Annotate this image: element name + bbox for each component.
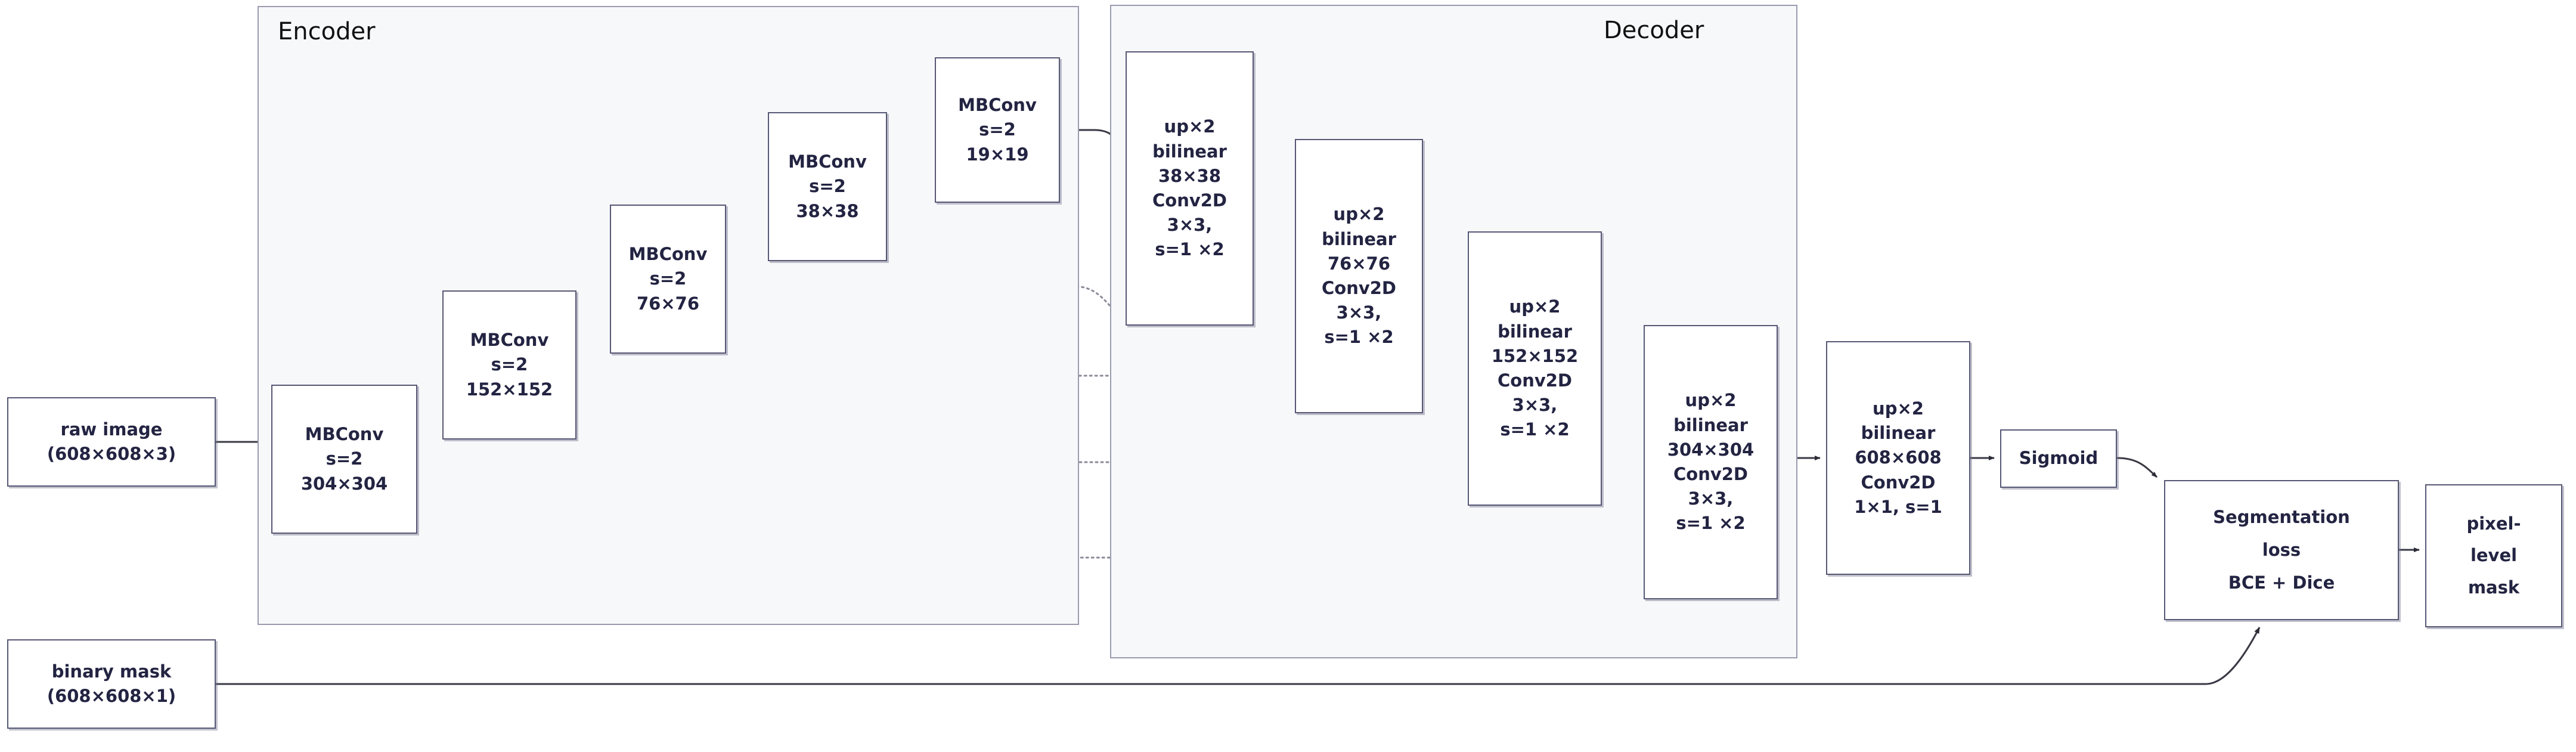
node-line: Conv2D	[1861, 472, 1936, 493]
node-line: up×2	[1873, 398, 1924, 419]
node-line: up×2	[1164, 116, 1216, 137]
node-up-76[interactable]: up×2 bilinear 76×76 Conv2D 3×3, s=1 ×2	[1295, 139, 1423, 413]
node-up-608[interactable]: up×2 bilinear 608×608 Conv2D 1×1, s=1	[1826, 341, 1970, 575]
node-mbconv-304[interactable]: MBConv s=2 304×304	[271, 385, 417, 534]
node-line: s=2	[979, 119, 1016, 140]
node-line: s=1 ×2	[1155, 239, 1225, 260]
node-line: s=1 ×2	[1500, 419, 1570, 440]
node-segmentation-loss[interactable]: Segmentation loss BCE + Dice	[2164, 480, 2399, 620]
node-line: s=1 ×2	[1676, 513, 1746, 534]
node-mbconv-76[interactable]: MBConv s=2 76×76	[610, 205, 726, 354]
node-line: (608×608×1)	[47, 686, 176, 706]
node-line: 608×608	[1855, 447, 1942, 468]
node-line: MBConv	[628, 244, 708, 265]
node-line: Conv2D	[1152, 190, 1227, 211]
node-line: s=2	[326, 448, 363, 469]
node-line: up×2	[1333, 204, 1385, 225]
node-line: MBConv	[788, 151, 867, 172]
node-line: Conv2D	[1497, 370, 1572, 391]
node-line: 38×38	[1158, 165, 1221, 186]
node-line: 19×19	[966, 144, 1029, 165]
node-line: 3×3,	[1167, 215, 1213, 236]
node-line: 1×1, s=1	[1854, 496, 1942, 517]
node-line: MBConv	[470, 330, 549, 351]
node-line: 3×3,	[1336, 302, 1382, 323]
node-line: MBConv	[958, 95, 1037, 116]
node-line: mask	[2467, 577, 2520, 598]
node-line: s=2	[491, 354, 528, 375]
node-line: bilinear	[1498, 321, 1572, 342]
node-line: bilinear	[1152, 141, 1227, 162]
node-line: s=2	[649, 268, 687, 289]
node-line: bilinear	[1322, 228, 1396, 249]
node-line: (608×608×3)	[47, 444, 176, 464]
node-line: 3×3,	[1688, 488, 1734, 509]
node-mbconv-38[interactable]: MBConv s=2 38×38	[768, 112, 887, 261]
node-line: 3×3,	[1512, 395, 1558, 416]
node-up-152[interactable]: up×2 bilinear 152×152 Conv2D 3×3, s=1 ×2	[1468, 231, 1602, 506]
node-line: bilinear	[1861, 423, 1936, 444]
node-up-38[interactable]: up×2 bilinear 38×38 Conv2D 3×3, s=1 ×2	[1126, 51, 1254, 326]
decoder-label: Decoder	[1604, 17, 1704, 44]
node-line: Conv2D	[1673, 464, 1748, 484]
node-line: 304×304	[1667, 439, 1754, 460]
node-up-304[interactable]: up×2 bilinear 304×304 Conv2D 3×3, s=1 ×2	[1644, 325, 1778, 599]
node-binary-mask[interactable]: binary mask (608×608×1)	[7, 639, 216, 729]
node-line: 152×152	[1491, 345, 1579, 366]
node-line: MBConv	[305, 424, 384, 445]
node-mbconv-19[interactable]: MBConv s=2 19×19	[935, 57, 1060, 203]
node-line: loss	[2262, 539, 2301, 560]
node-line: s=1 ×2	[1324, 327, 1394, 348]
node-line: s=2	[809, 176, 846, 197]
node-line: Conv2D	[1321, 278, 1396, 298]
node-line: bilinear	[1673, 414, 1748, 435]
node-line: Sigmoid	[2019, 448, 2098, 469]
node-line: 76×76	[636, 293, 699, 314]
node-line: 76×76	[1327, 253, 1390, 274]
node-line: 152×152	[466, 379, 553, 400]
node-line: up×2	[1685, 390, 1737, 411]
node-line: up×2	[1509, 296, 1561, 317]
node-raw-image[interactable]: raw image (608×608×3)	[7, 397, 216, 487]
node-line: binary mask	[51, 661, 172, 682]
node-line: pixel-	[2466, 513, 2521, 534]
node-line: 38×38	[796, 200, 859, 221]
node-line: Segmentation	[2213, 506, 2350, 527]
node-mbconv-152[interactable]: MBConv s=2 152×152	[442, 290, 576, 440]
node-line: BCE + Dice	[2228, 572, 2335, 593]
node-pixel-level-mask[interactable]: pixel- level mask	[2425, 484, 2562, 627]
encoder-label: Encoder	[278, 18, 376, 45]
node-line: raw image	[60, 419, 163, 440]
node-line: 304×304	[300, 473, 388, 494]
node-sigmoid[interactable]: Sigmoid	[2000, 429, 2117, 488]
node-line: level	[2470, 545, 2518, 566]
edge-sigmoid-to-loss	[2116, 457, 2157, 478]
